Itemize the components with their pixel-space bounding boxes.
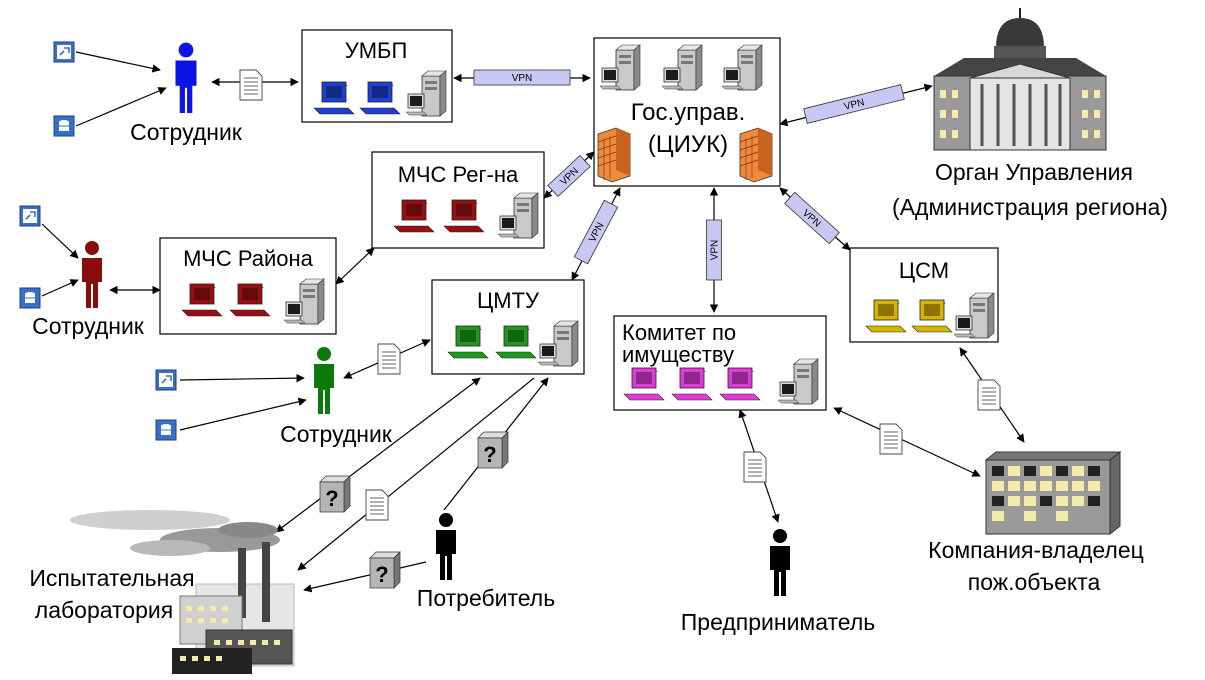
vpn-label: VPN — [843, 97, 866, 113]
employee-green-person-icon — [314, 347, 334, 414]
node-cmtu: ЦМТУ — [431, 279, 585, 375]
node-csm-label: ЦСМ — [899, 258, 949, 283]
node-mchs-reg: МЧС Рег-на — [371, 151, 545, 249]
node-gos-title: Гос.управ. — [631, 99, 746, 126]
vpn-label: VPN — [512, 73, 533, 84]
node-mchs-rayon: МЧС Района — [159, 237, 337, 335]
node-csm: ЦСМ — [849, 247, 999, 343]
entrepreneur-label: Предприниматель — [681, 609, 875, 635]
employee-blue-person-icon — [175, 42, 197, 113]
node-mchs-rayon-label: МЧС Района — [183, 246, 314, 271]
node-gos: Гос.управ. (ЦИУК) — [593, 37, 781, 187]
vpn-link-mchs-reg: VPN — [547, 154, 591, 198]
vpn-link-umbp: VPN — [473, 69, 571, 86]
document-icon — [239, 69, 263, 101]
company-subtitle: пож.объекта — [968, 569, 1101, 595]
node-mchs-reg-label: МЧС Рег-на — [398, 162, 519, 187]
lab-subtitle: лаборатория — [35, 597, 173, 623]
form-icon — [19, 205, 41, 227]
document-icon — [743, 451, 767, 483]
government-building-icon — [933, 8, 1107, 151]
form-icon — [155, 369, 177, 391]
question-mark: ? — [483, 442, 496, 467]
organ-subtitle: (Администрация региона) — [892, 194, 1168, 220]
organ-title: Орган Управления — [935, 159, 1133, 185]
node-umbp-label: УМБП — [345, 38, 408, 63]
node-committee: Комитет по имуществу — [613, 315, 827, 411]
entrepreneur-person-icon — [770, 529, 790, 596]
firewall-icon — [739, 127, 773, 183]
question-box-icon: ? — [369, 551, 401, 589]
employee-blue-label: Сотрудник — [130, 119, 243, 145]
database-icon — [53, 115, 75, 137]
consumer-person-icon — [436, 513, 456, 580]
question-mark: ? — [325, 486, 338, 511]
firewall-icon — [597, 127, 631, 183]
question-box-icon: ? — [319, 475, 351, 513]
form-icon — [53, 41, 75, 63]
document-icon — [879, 423, 903, 455]
vpn-label: VPN — [710, 240, 721, 261]
node-cmtu-label: ЦМТУ — [477, 288, 540, 313]
vpn-link-cmtu: VPN — [573, 199, 619, 265]
question-mark: ? — [375, 562, 388, 587]
document-icon — [977, 379, 1001, 411]
question-box-icon: ? — [477, 431, 509, 469]
company-building-icon — [984, 450, 1122, 536]
employee-red-label: Сотрудник — [32, 313, 145, 339]
database-icon — [155, 419, 177, 441]
node-committee-line2: имуществу — [622, 342, 734, 367]
factory-icon — [70, 510, 295, 674]
node-umbp: УМБП — [301, 29, 453, 123]
consumer-label: Потребитель — [417, 585, 555, 611]
lab-title: Испытательная — [29, 565, 194, 591]
employee-red-person-icon — [82, 241, 102, 308]
document-icon — [377, 343, 401, 375]
document-icon — [365, 489, 389, 521]
company-title: Компания-владелец — [928, 537, 1144, 563]
vpn-link-csm: VPN — [784, 191, 840, 245]
vpn-link-committee: VPN — [706, 219, 722, 281]
employee-green-label: Сотрудник — [280, 421, 393, 447]
vpn-link-organ: VPN — [803, 84, 905, 124]
node-committee-line1: Комитет по — [622, 320, 736, 345]
node-gos-subtitle: (ЦИУК) — [648, 131, 728, 158]
database-icon — [19, 287, 41, 309]
